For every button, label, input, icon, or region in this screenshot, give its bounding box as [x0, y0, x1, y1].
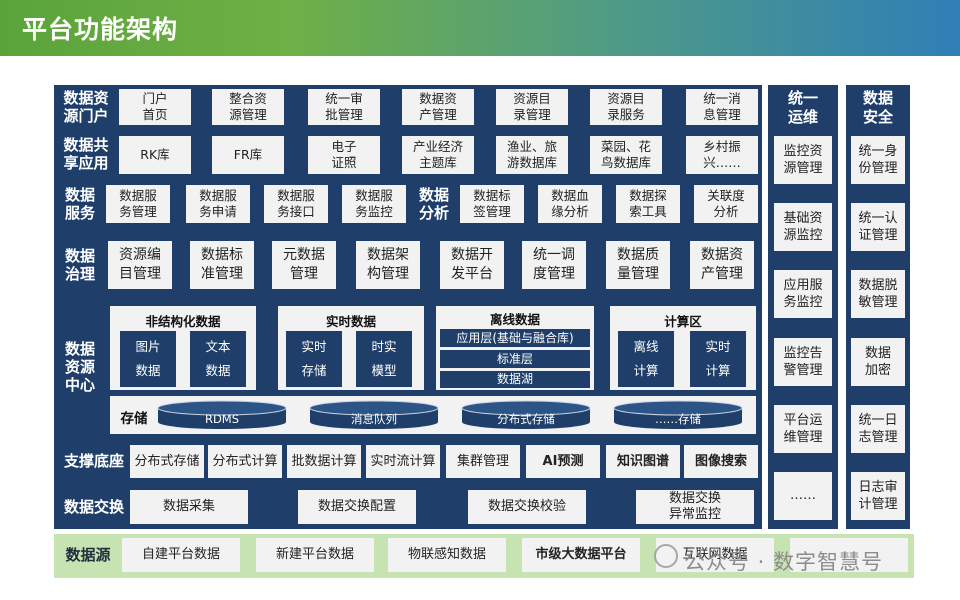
source-item[interactable]: 市级大数据平台 — [522, 538, 640, 572]
portal-item[interactable]: 资源目录管理 — [496, 89, 568, 125]
row-label-support: 支撑底座 — [63, 452, 124, 470]
governance-item[interactable]: 元数据管理 — [272, 241, 336, 289]
compute-item[interactable]: 实时计算 — [690, 331, 746, 387]
watermark-text: 公众号 · 数字智慧号 — [684, 550, 884, 574]
compute-item[interactable]: 离线计算 — [618, 331, 674, 387]
governance-item[interactable]: 统一调度管理 — [522, 241, 586, 289]
security-item[interactable]: 日志审计管理 — [851, 472, 905, 520]
row-label-exchange: 数据交换 — [63, 498, 124, 516]
security-item[interactable]: 统一认证管理 — [851, 203, 905, 251]
support-item[interactable]: 实时流计算 — [366, 445, 440, 478]
security-item[interactable]: 数据脱敏管理 — [851, 270, 905, 318]
analysis-item[interactable]: 数据标签管理 — [460, 185, 524, 223]
portal-item[interactable]: 统一消息管理 — [686, 89, 758, 125]
exchange-item[interactable]: 数据交换配置 — [298, 490, 416, 524]
governance-item[interactable]: 数据质量管理 — [606, 241, 670, 289]
title-banner — [0, 0, 960, 56]
row-label-center: 数据资源中心 — [64, 340, 95, 394]
realtime-item[interactable]: 实时存储 — [286, 331, 342, 387]
compute-title: 计算区 — [664, 314, 702, 329]
support-item[interactable]: 集群管理 — [446, 445, 520, 478]
support-item[interactable]: 知识图谱 — [606, 445, 680, 478]
exchange-item[interactable]: 数据交换异常监控 — [636, 490, 754, 524]
portal-item[interactable]: 数据资产管理 — [402, 89, 474, 125]
storage-cylinder-distributed — [461, 400, 591, 429]
source-item[interactable]: 物联感知数据 — [388, 538, 506, 572]
realtime-data-title: 实时数据 — [325, 314, 376, 329]
support-item[interactable]: 批数据计算 — [287, 445, 361, 478]
ops-item[interactable]: …… — [774, 472, 832, 520]
support-item[interactable]: 分布式存储 — [130, 445, 204, 478]
sharing-item[interactable]: RK库 — [119, 136, 191, 174]
sharing-item[interactable]: 渔业、旅游数据库 — [496, 136, 568, 174]
governance-item[interactable]: 资源编目管理 — [108, 241, 172, 289]
unstructured-item[interactable]: 文本数据 — [190, 331, 246, 387]
sharing-item[interactable]: 产业经济主题库 — [402, 136, 474, 174]
analysis-item[interactable]: 数据血缘分析 — [538, 185, 602, 223]
storage-cylinder-mq — [309, 400, 439, 429]
storage-item[interactable]: ……存储 — [655, 412, 701, 426]
sharing-item[interactable]: 乡村振兴…… — [686, 136, 758, 174]
sharing-item[interactable]: 电子证照 — [308, 136, 380, 174]
governance-item[interactable]: 数据开发平台 — [440, 241, 504, 289]
sharing-item[interactable]: FR库 — [212, 136, 284, 174]
source-item[interactable]: 自建平台数据 — [122, 538, 240, 572]
offline-layer[interactable]: 标准层 — [440, 350, 590, 368]
exchange-item[interactable]: 数据交换校验 — [468, 490, 586, 524]
ops-item[interactable]: 应用服务监控 — [774, 270, 832, 318]
storage-item[interactable]: RDMS — [204, 412, 240, 426]
support-item[interactable]: AI预测 — [526, 445, 600, 478]
governance-item[interactable]: 数据资产管理 — [690, 241, 754, 289]
row-label-sharing: 数据共享应用 — [63, 136, 109, 172]
offline-layer[interactable]: 应用层(基础与融合库) — [440, 329, 590, 347]
governance-item[interactable]: 数据标准管理 — [190, 241, 254, 289]
source-item[interactable]: 新建平台数据 — [256, 538, 374, 572]
ops-item[interactable]: 监控资源管理 — [774, 136, 832, 184]
realtime-item[interactable]: 时实模型 — [356, 331, 412, 387]
storage-cylinder-rdms — [157, 400, 287, 429]
offline-data-title: 离线数据 — [489, 312, 540, 327]
storage-cylinders — [157, 400, 743, 429]
offline-layer[interactable]: 数据湖 — [440, 371, 590, 388]
storage-cylinder-other — [613, 400, 743, 429]
portal-item[interactable]: 门户首页 — [119, 89, 191, 125]
ops-item[interactable]: 平台运维管理 — [774, 405, 832, 453]
governance-item[interactable]: 数据架构管理 — [356, 241, 420, 289]
security-item[interactable]: 统一日志管理 — [851, 405, 905, 453]
row-label-governance: 数据治理 — [64, 247, 95, 283]
portal-item[interactable]: 资源目录服务 — [590, 89, 662, 125]
row-label-portal: 数据资源门户 — [63, 89, 109, 125]
portal-item[interactable]: 整合资源管理 — [212, 89, 284, 125]
security-item[interactable]: 数据加密 — [851, 338, 905, 386]
page-title: 平台功能架构 — [22, 15, 179, 44]
unstructured-data-title: 非结构化数据 — [145, 314, 221, 329]
sharing-item[interactable]: 菜园、花鸟数据库 — [590, 136, 662, 174]
unstructured-item[interactable]: 图片数据 — [120, 331, 176, 387]
analysis-item[interactable]: 关联度分析 — [694, 185, 758, 223]
watermark-icon — [654, 544, 678, 568]
portal-item[interactable]: 统一审批管理 — [308, 89, 380, 125]
security-title: 数据安全 — [862, 89, 893, 126]
ops-item[interactable]: 监控告警管理 — [774, 338, 832, 386]
storage-item[interactable]: 消息队列 — [351, 412, 397, 426]
source-item[interactable] — [790, 538, 908, 572]
service-item[interactable]: 数据服务申请 — [186, 185, 250, 223]
row-label-analysis: 数据分析 — [418, 186, 449, 222]
support-item[interactable]: 图像搜索 — [684, 445, 758, 478]
ops-title: 统一运维 — [787, 89, 818, 126]
service-item[interactable]: 数据服务管理 — [106, 185, 170, 223]
row-label-sources: 数据源 — [65, 546, 111, 564]
service-item[interactable]: 数据服务监控 — [342, 185, 406, 223]
row-label-service: 数据服务 — [64, 186, 95, 222]
ops-item[interactable]: 基础资源监控 — [774, 203, 832, 251]
service-item[interactable]: 数据服务接口 — [264, 185, 328, 223]
analysis-item[interactable]: 数据探索工具 — [616, 185, 680, 223]
storage-label: 存储 — [120, 411, 148, 427]
storage-item[interactable]: 分布式存储 — [497, 412, 555, 426]
exchange-item[interactable]: 数据采集 — [130, 490, 248, 524]
support-item[interactable]: 分布式计算 — [208, 445, 282, 478]
security-item[interactable]: 统一身份管理 — [851, 136, 905, 184]
